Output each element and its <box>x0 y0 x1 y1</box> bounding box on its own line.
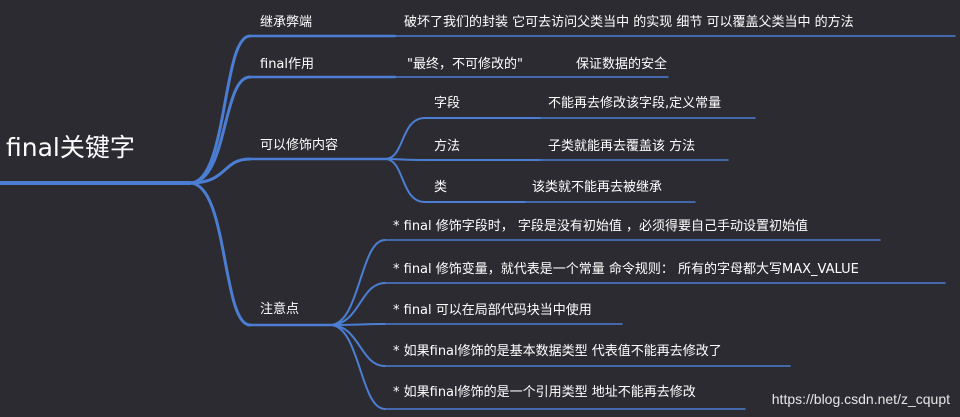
note-item[interactable]: * final 可以在局部代码块当中使用 <box>393 303 592 318</box>
inherit-drawback-detail[interactable]: 破坏了我们的封装 它可去访问父类当中 的实现 细节 可以覆盖父类当中 的方法 <box>404 15 854 30</box>
note-item[interactable]: * 如果final修饰的是基本数据类型 代表值不能再去修改了 <box>393 344 722 359</box>
notes-item-connector <box>329 239 386 326</box>
note-item[interactable]: * 如果final修饰的是一个引用类型 地址不能再去修改 <box>393 385 696 400</box>
modifiable-sub-connector <box>384 117 426 160</box>
topic-inherit-drawback[interactable]: 继承弊端 <box>260 15 313 30</box>
root-topic[interactable]: final关键字 <box>6 133 135 162</box>
root-branch-connector <box>188 75 252 185</box>
field-detail[interactable]: 不能再去修改该字段,定义常量 <box>548 96 722 111</box>
modifiable-sub-connector <box>384 158 426 203</box>
subtopic-method[interactable]: 方法 <box>434 139 461 154</box>
method-detail[interactable]: 子类就能再去覆盖该 方法 <box>548 139 696 154</box>
note-item[interactable]: * final 修饰变量，就代表是一个常量 命令规则： 所有的字母都大写MAX_… <box>393 262 859 277</box>
watermark: https://blog.csdn.net/z_cqupt <box>771 391 950 407</box>
topic-final-role[interactable]: final作用 <box>260 57 315 72</box>
notes-item-connector <box>329 324 386 367</box>
final-role-detail-quote[interactable]: "最终，不可修改的" <box>407 57 523 72</box>
notes-item-connector <box>329 324 386 410</box>
root-branch-connector <box>188 157 252 185</box>
root-branch-connector <box>188 181 252 327</box>
subtopic-field[interactable]: 字段 <box>434 96 461 111</box>
subtopic-class[interactable]: 类 <box>434 180 448 195</box>
notes-item-connector <box>329 282 386 326</box>
class-detail[interactable]: 该类就不能再去被继承 <box>532 180 663 195</box>
notes-item-connector <box>329 323 386 326</box>
topic-notes[interactable]: 注意点 <box>260 302 300 317</box>
topic-modifiable[interactable]: 可以修饰内容 <box>260 138 339 153</box>
note-item[interactable]: * final 修饰字段时， 字段是没有初始值 ，必须得要自己手动设置初始值 <box>393 219 809 234</box>
final-role-detail-safety[interactable]: 保证数据的安全 <box>576 57 668 72</box>
